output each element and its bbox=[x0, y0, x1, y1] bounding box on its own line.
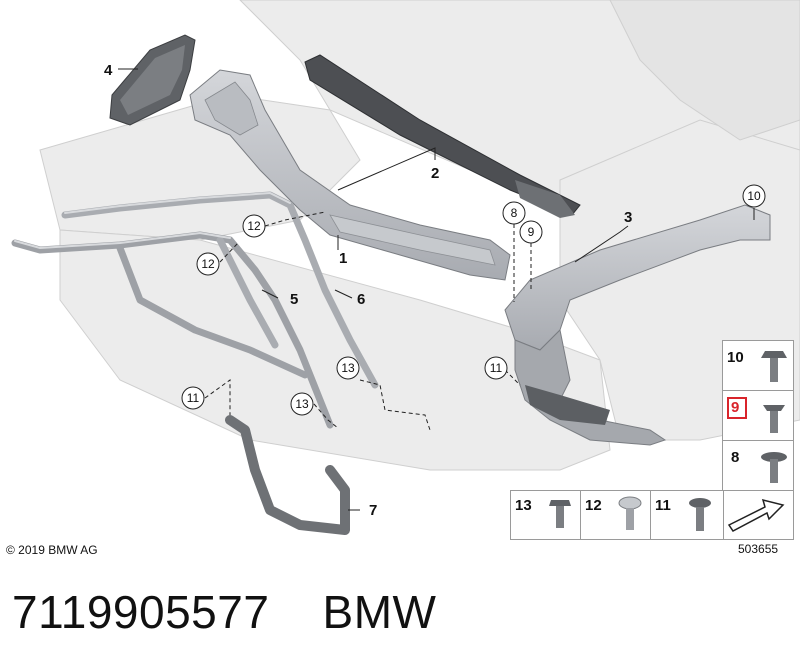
svg-text:9: 9 bbox=[528, 225, 535, 239]
svg-text:12: 12 bbox=[247, 219, 261, 233]
part-6-strut bbox=[61, 191, 379, 389]
arrow-icon bbox=[727, 498, 785, 532]
callout-2: 2 bbox=[431, 165, 439, 182]
copyright-text: © 2019 BMW AG bbox=[6, 543, 98, 557]
svg-text:10: 10 bbox=[747, 189, 761, 203]
part-7-bracket bbox=[225, 415, 350, 535]
callout-1: 1 bbox=[339, 250, 347, 267]
callout-11-right: 11 bbox=[484, 356, 508, 380]
legend-item-9: 9 bbox=[722, 390, 794, 442]
callout-4: 4 bbox=[104, 62, 113, 79]
legend-item-13: 13 bbox=[510, 490, 582, 540]
part-5-strut bbox=[11, 231, 334, 429]
legend-number-11: 11 bbox=[655, 497, 671, 514]
torx-screw-icon bbox=[689, 498, 711, 531]
legend-number-12: 12 bbox=[585, 497, 602, 514]
brand-name: BMW bbox=[322, 586, 437, 638]
callout-6: 6 bbox=[357, 291, 365, 308]
dashed-leaders bbox=[204, 211, 532, 431]
legend-number-9-text: 9 bbox=[731, 399, 740, 416]
svg-text:8: 8 bbox=[511, 206, 518, 220]
callout-12-upper: 12 bbox=[242, 214, 266, 238]
callout-13-right: 13 bbox=[336, 356, 360, 380]
part-4-cover bbox=[109, 34, 196, 126]
leader-lines bbox=[118, 68, 755, 511]
callout-3: 3 bbox=[624, 209, 632, 226]
legend-arrow-box bbox=[722, 490, 794, 540]
svg-text:11: 11 bbox=[187, 391, 200, 405]
flange-bolt-icon bbox=[763, 405, 785, 433]
svg-text:13: 13 bbox=[295, 397, 309, 411]
legend-number-8: 8 bbox=[731, 449, 740, 466]
part-3-support bbox=[504, 204, 771, 446]
callout-7: 7 bbox=[369, 502, 377, 519]
callout-5: 5 bbox=[290, 291, 298, 308]
diagram-id: 503655 bbox=[738, 542, 779, 556]
legend-number-9 bbox=[727, 397, 747, 419]
callout-12-lower: 12 bbox=[196, 252, 220, 276]
callout-10: 10 bbox=[742, 184, 766, 208]
part-2-rail bbox=[304, 54, 581, 218]
part-1-crossmember bbox=[189, 69, 511, 281]
legend-item-12: 12 bbox=[580, 490, 652, 540]
screw-icon bbox=[549, 500, 571, 528]
legend-item-11: 11 bbox=[650, 490, 724, 540]
round-head-screw-icon bbox=[618, 496, 642, 530]
washer-bolt-icon bbox=[761, 452, 787, 483]
legend-item-8: 8 bbox=[722, 440, 794, 492]
part-number-line: 7119905577 BMW bbox=[12, 585, 436, 639]
svg-text:13: 13 bbox=[341, 361, 355, 375]
callout-8: 8 bbox=[502, 201, 526, 225]
callout-9: 9 bbox=[519, 220, 543, 244]
legend-item-10: 10 bbox=[722, 340, 794, 392]
bolt-icon bbox=[761, 351, 787, 382]
svg-text:12: 12 bbox=[201, 257, 215, 271]
svg-text:11: 11 bbox=[490, 361, 503, 375]
callout-11-left: 11 bbox=[181, 386, 205, 410]
callout-13-left: 13 bbox=[290, 392, 314, 416]
legend-number-10: 10 bbox=[727, 349, 744, 366]
part-number: 7119905577 bbox=[12, 586, 270, 638]
legend-number-13: 13 bbox=[515, 497, 532, 514]
